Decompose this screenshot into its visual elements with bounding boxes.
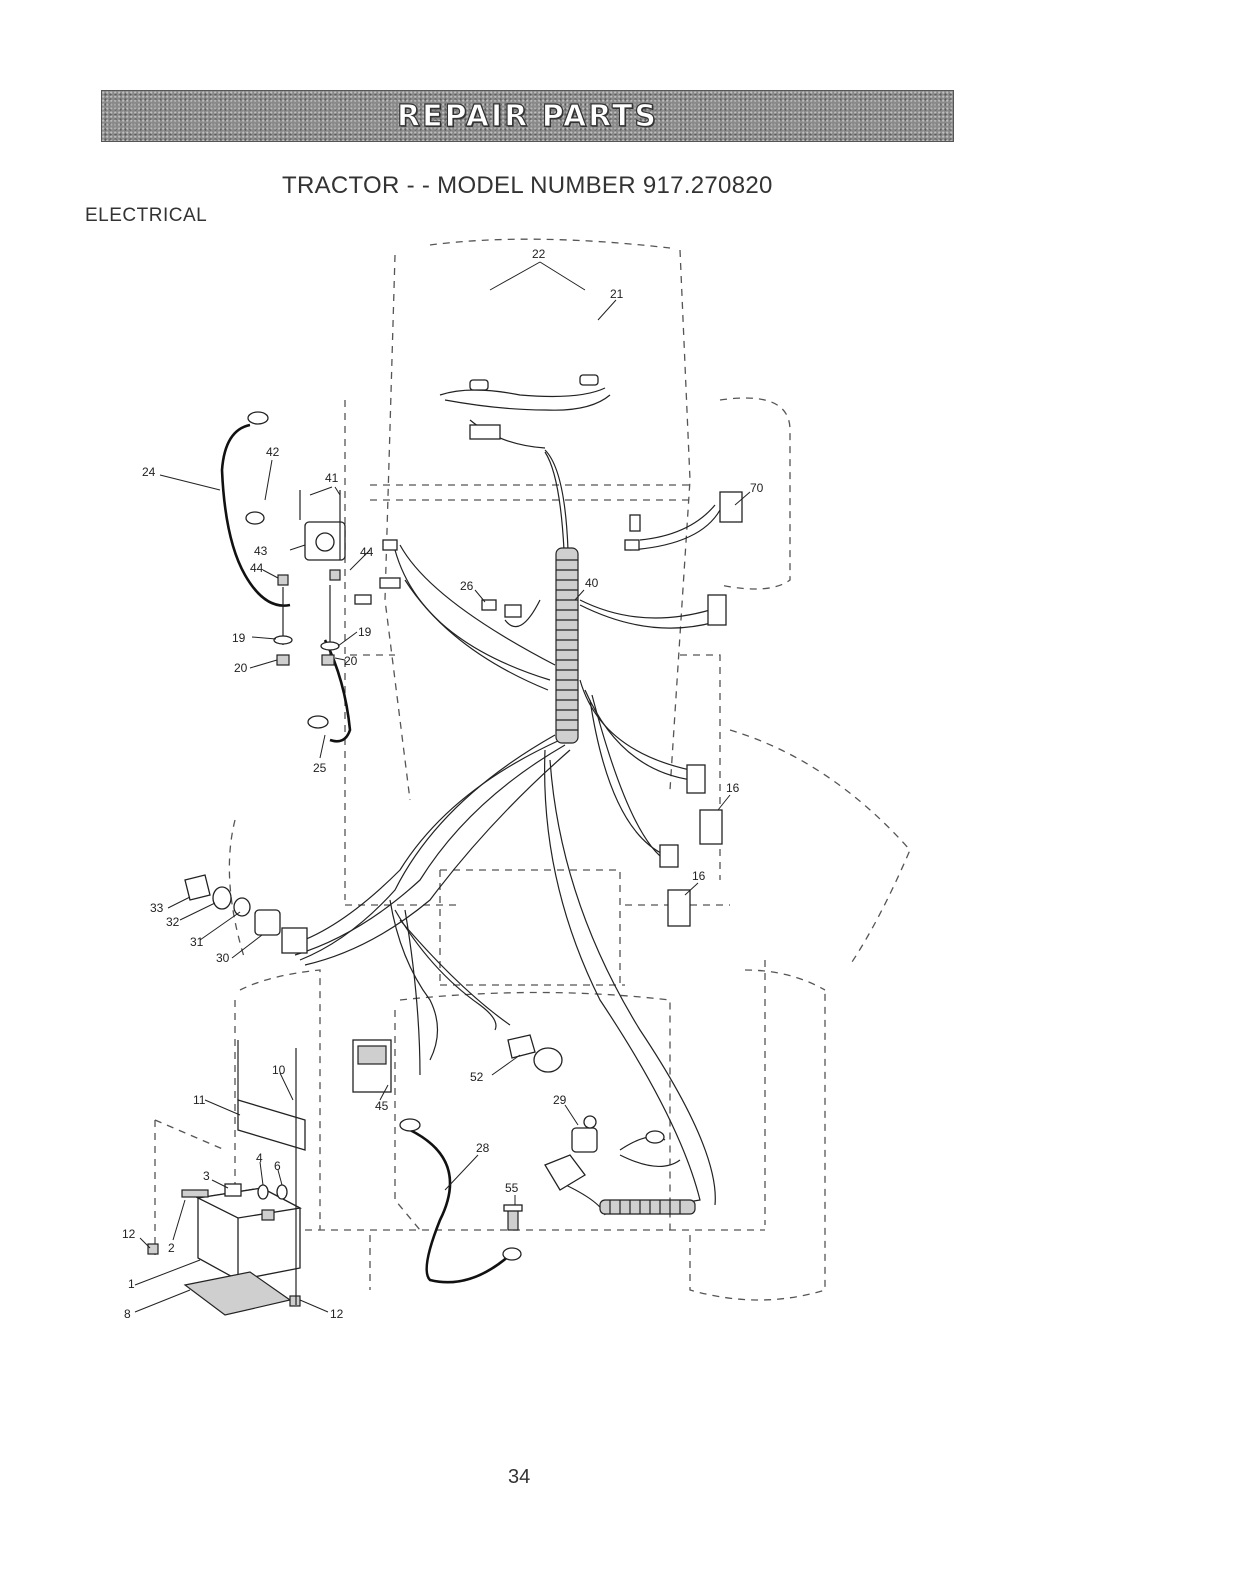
callout: 42 [266,445,280,459]
callout: 8 [124,1307,131,1321]
callout: 2 [168,1241,175,1255]
callout: 25 [313,761,327,775]
callout: 55 [505,1181,519,1195]
callout: 70 [750,481,764,495]
page-number: 34 [508,1466,530,1489]
callout: 22 [532,247,546,261]
callout: 6 [274,1159,281,1173]
harness-conduit [556,548,695,1214]
callout: 30 [216,951,230,965]
callout: 11 [193,1093,206,1107]
callout: 21 [610,287,624,301]
callout: 32 [166,915,180,929]
callout: 26 [460,579,474,593]
callout: 10 [272,1063,286,1077]
callout: 16 [692,869,706,883]
callout: 44 [250,561,264,575]
callout: 19 [358,625,372,639]
callout: 44 [360,545,374,559]
callout: 41 [325,471,339,485]
callout: 20 [234,661,248,675]
callout: 43 [254,544,268,558]
callout: 1 [128,1277,135,1291]
callout: 19 [232,631,246,645]
callout: 3 [203,1169,210,1183]
tractor-outline [155,239,910,1300]
callout: 40 [585,576,599,590]
callout: 16 [726,781,740,795]
callout: 20 [344,654,358,668]
callout: 12 [122,1227,136,1241]
callout: 4 [256,1151,263,1165]
callout: 28 [476,1141,490,1155]
callout: 33 [150,901,164,915]
callout: 45 [375,1099,389,1113]
callout: 29 [553,1093,567,1107]
callout: 12 [330,1307,344,1321]
callout: 31 [190,935,204,949]
callout: 52 [470,1070,484,1084]
callout: 24 [142,465,156,479]
